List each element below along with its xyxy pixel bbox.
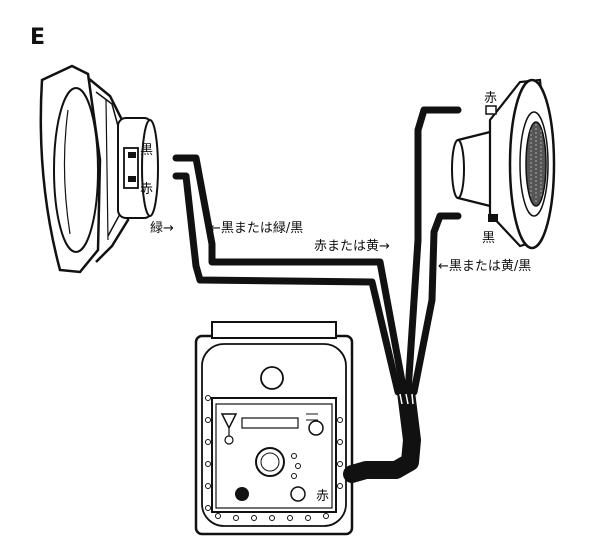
figure-letter: E [30,25,45,50]
woofer-terminal-red-label: 赤 [140,182,153,197]
label-red-or-yellow: 赤または黄→ [314,239,390,254]
cable-woofer-black [172,154,408,396]
label-green: 緑→ [150,221,174,236]
cable-tweeter-black [410,212,462,396]
woofer-terminal-black-label: 黒 [140,143,153,158]
cable-bundle [343,383,421,483]
tweeter-terminal-red-label: 赤 [484,91,497,106]
cable-woofer-green [172,172,402,396]
woofer-speaker [39,64,159,274]
tweeter-terminal-black [488,214,498,222]
speaker-cables [172,106,462,483]
woofer-terminal-red [128,176,136,182]
tweeter-terminal-red [485,105,497,115]
cable-tweeter-red [404,106,462,396]
woofer-terminal-black [128,152,136,158]
network-terminal-red-label: 赤 [316,489,329,504]
label-black-or-green-black: ←黒または緑/黒 [210,221,303,236]
label-black-or-yellow-black: ←黒または黄/黒 [438,259,531,274]
tweeter-terminal-black-label: 黒 [482,231,495,246]
tweeter-speaker [451,78,556,250]
network-box [194,321,354,536]
